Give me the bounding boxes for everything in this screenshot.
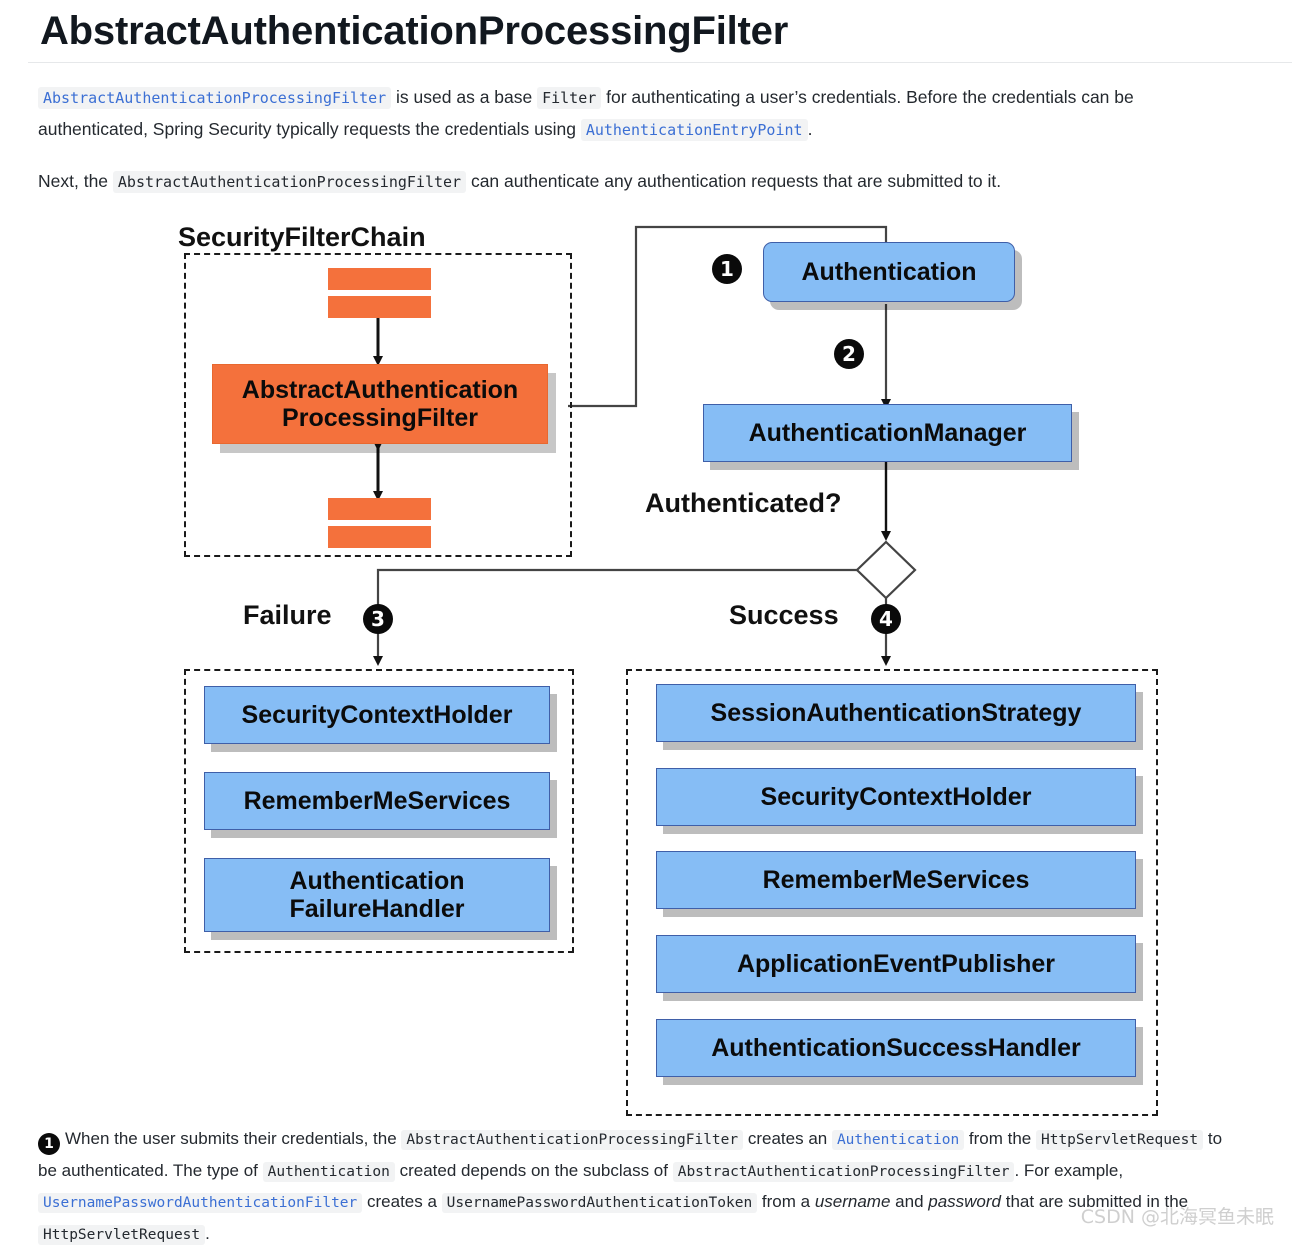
failure-label: Failure xyxy=(243,600,332,630)
footnote-text-6: . For example, xyxy=(1014,1160,1124,1180)
failure-item-remember-me-services[interactable]: RememberMeServices xyxy=(204,772,550,830)
footnote-code-1: AbstractAuthenticationProcessingFilter xyxy=(401,1130,744,1150)
intro-text-1b: for authenticating a user’s credentials.… xyxy=(38,87,1134,139)
filter-bar-top-1 xyxy=(328,268,431,290)
success-item-remember-me-services[interactable]: RememberMeServices xyxy=(656,851,1136,909)
csdn-watermark: CSDN @北海冥鱼未眠 xyxy=(1080,1206,1274,1228)
footnote-code-authentication-2: Authentication xyxy=(262,1161,395,1182)
filter-bar-bottom-2 xyxy=(328,526,431,548)
marker-3: 3 xyxy=(363,604,393,634)
code-abstractauthenticationprocessingfilter[interactable]: AbstractAuthenticationProcessingFilter xyxy=(38,87,392,109)
footnote-paragraph: 1 When the user submits their credentials… xyxy=(38,1124,1238,1250)
page-title: AbstractAuthenticationProcessingFilter xyxy=(40,9,789,53)
intro-paragraph-2: Next, the AbstractAuthenticationProcessi… xyxy=(38,166,1218,198)
footnote-code-httpservletrequest-2: HttpServletRequest xyxy=(38,1224,206,1245)
failure-item-authentication-failure-handler[interactable]: Authentication FailureHandler xyxy=(204,858,550,932)
success-handlers-group xyxy=(626,669,1158,1116)
intro-paragraph-1: AbstractAuthenticationProcessingFilter i… xyxy=(38,82,1218,146)
failure-item-3-line-1: Authentication xyxy=(289,867,465,895)
footnote-code-usernamepasswordauthenticationfilter[interactable]: UsernamePasswordAuthenticationFilter xyxy=(38,1193,363,1213)
marker-1: 1 xyxy=(712,254,742,284)
authenticated-question-label: Authenticated? xyxy=(645,488,842,518)
footnote-text-2: creates an xyxy=(743,1129,832,1148)
marker-4: 4 xyxy=(871,604,901,634)
marker-2: 2 xyxy=(834,339,864,369)
footnote-marker-1: 1 xyxy=(38,1133,60,1156)
success-item-session-authentication-strategy[interactable]: SessionAuthenticationStrategy xyxy=(656,684,1136,742)
failure-item-3-line-2: FailureHandler xyxy=(289,895,465,923)
code-abstractauthenticationprocessingfilter-2: AbstractAuthenticationProcessingFilter xyxy=(112,171,467,193)
intro-text-1c: . xyxy=(807,119,813,139)
footnote-text-5: created depends on the subclass of xyxy=(394,1160,673,1180)
intro-text-2b: can authenticate any authentication requ… xyxy=(466,171,1002,191)
code-filter: Filter xyxy=(537,87,602,109)
footnote-em-password: password xyxy=(928,1192,1002,1211)
title-divider xyxy=(28,62,1292,63)
code-authenticationentrypoint[interactable]: AuthenticationEntryPoint xyxy=(580,119,808,141)
footnote-em-username: username xyxy=(814,1192,891,1211)
footnote-text-8: from a xyxy=(757,1192,815,1211)
footnote-text-1: When the user submits their credentials,… xyxy=(65,1129,402,1148)
authentication-flow-diagram: SecurityFilterChain AbstractAuthenticati… xyxy=(0,206,1292,1121)
footnote-code-usernamepasswordauthenticationtoken: UsernamePasswordAuthenticationToken xyxy=(441,1193,758,1213)
success-label: Success xyxy=(729,600,839,630)
failure-handlers-group xyxy=(184,669,574,953)
footnote-text-9: and xyxy=(890,1192,929,1211)
footnote-text-7: creates a xyxy=(362,1192,442,1211)
intro-text-2a: Next, the xyxy=(38,171,113,191)
footnote-text-11: . xyxy=(205,1223,210,1243)
intro-text-1a: is used as a base xyxy=(391,87,538,107)
success-item-authentication-success-handler[interactable]: AuthenticationSuccessHandler xyxy=(656,1019,1136,1077)
footnote-code-filter-2: AbstractAuthenticationProcessingFilter xyxy=(672,1161,1015,1182)
failure-item-security-context-holder[interactable]: SecurityContextHolder xyxy=(204,686,550,744)
filter-box-line-1: AbstractAuthentication xyxy=(241,376,519,404)
success-item-security-context-holder[interactable]: SecurityContextHolder xyxy=(656,768,1136,826)
filter-box-line-2: ProcessingFilter xyxy=(282,404,478,432)
footnote-text-10: that are submitted in the xyxy=(1001,1192,1189,1211)
filter-bar-top-2 xyxy=(328,296,431,318)
security-filter-chain-label: SecurityFilterChain xyxy=(178,222,426,252)
security-filter-chain-group xyxy=(184,253,572,557)
abstract-authentication-processing-filter-box[interactable]: AbstractAuthentication ProcessingFilter xyxy=(212,364,548,444)
footnote-text-4: to be authenticated. The type of xyxy=(38,1129,1223,1180)
authentication-box[interactable]: Authentication xyxy=(763,242,1015,302)
authentication-manager-box[interactable]: AuthenticationManager xyxy=(703,404,1072,462)
success-item-application-event-publisher[interactable]: ApplicationEventPublisher xyxy=(656,935,1136,993)
footnote-code-authentication[interactable]: Authentication xyxy=(831,1130,965,1150)
footnote-code-httpservletrequest: HttpServletRequest xyxy=(1035,1130,1204,1150)
footnote-text-3: from the xyxy=(964,1129,1036,1148)
filter-bar-bottom-1 xyxy=(328,498,431,520)
